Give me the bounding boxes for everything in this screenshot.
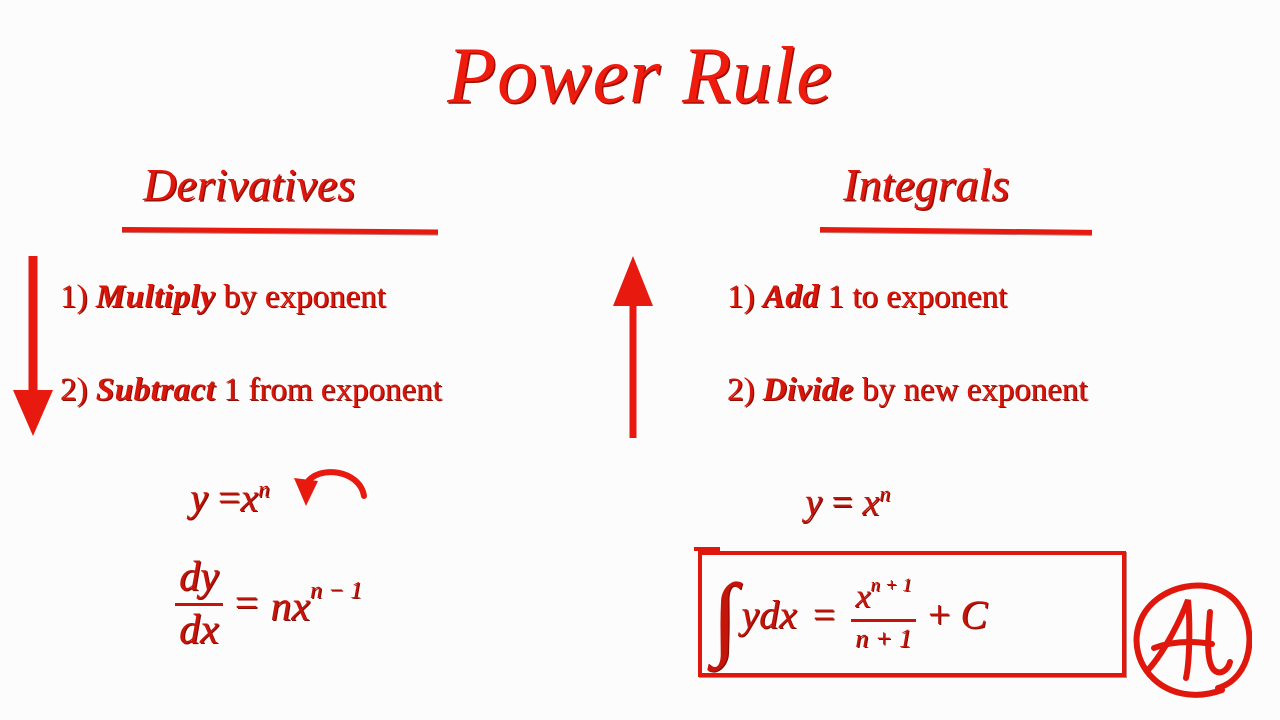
page-title: Power Rule [447,32,833,120]
derivative-given-formula: y =xn [190,478,270,518]
integral-result-formula: ∫ ydx = xn + 1 n + 1 + C [704,560,987,668]
plus-constant: + C [928,591,987,638]
derivative-rhs: nxn − 1 [270,578,362,631]
integrand-ydx: ydx [741,591,797,637]
step-text: 1 to exponent [827,279,1008,315]
integral-given-formula: y = xn [805,481,891,524]
dy-dx-fraction: dy dx [175,554,223,653]
lhs-y: y [190,475,208,520]
integrals-step-1: 1) Add 1 to exponent [727,281,1007,314]
equals-sign: = [812,591,836,637]
fraction-bar [175,602,223,606]
derivatives-heading-underline [121,227,439,235]
step-text: by exponent [223,279,386,315]
exponent-n-minus-1: n − 1 [310,577,363,604]
fraction-numerator: dy [179,554,219,600]
lhs-y: y [805,481,822,524]
derivatives-step-2: 2) Subtract 1 from exponent [60,374,442,407]
base-x: x [855,577,871,615]
step-number: 2) [727,372,755,408]
base-x: x [240,475,259,520]
fraction-denominator: n + 1 [855,624,912,654]
step-emphasis: Subtract [95,372,216,408]
fraction-denominator: dx [179,606,219,653]
step-emphasis: Add [762,279,820,315]
integrals-heading-underline [819,227,1093,235]
up-arrow-icon [613,256,653,438]
down-arrow-icon [13,256,53,436]
equals-sign: = [217,475,241,520]
exponent-n: n [258,476,270,503]
integrals-step-2: 2) Divide by new exponent [727,374,1087,407]
fraction-numerator: xn + 1 [851,574,915,616]
curved-arrow-icon [294,469,367,506]
step-text: 1 from exponent [223,372,442,408]
constant-c: C [960,591,988,637]
step-text: by new exponent [861,372,1088,408]
step-number: 2) [60,372,88,408]
plus-sign: + [927,591,951,637]
integral-result-box [694,547,1126,677]
derivative-result-formula: dy dx = nxn − 1 [175,554,362,653]
coefficient-n: n [270,583,292,630]
step-emphasis: Multiply [95,279,216,315]
exponent-n: n [879,481,891,506]
derivatives-heading: Derivatives [143,159,356,210]
integral-fraction: xn + 1 n + 1 [851,574,916,654]
integral-sign-icon: ∫ [712,564,738,667]
fraction-bar [851,619,916,623]
base-x: x [291,583,310,630]
derivatives-step-1: 1) Multiply by exponent [60,281,386,314]
integrals-heading: Integrals [843,159,1010,210]
exponent-n-plus-1: n + 1 [870,574,912,596]
equals-sign: = [234,581,259,628]
step-number: 1) [727,279,755,315]
step-emphasis: Divide [762,372,854,408]
at-monogram-logo [1133,582,1252,698]
step-number: 1) [60,279,88,315]
equals-sign: = [831,481,853,524]
base-x: x [862,481,880,524]
